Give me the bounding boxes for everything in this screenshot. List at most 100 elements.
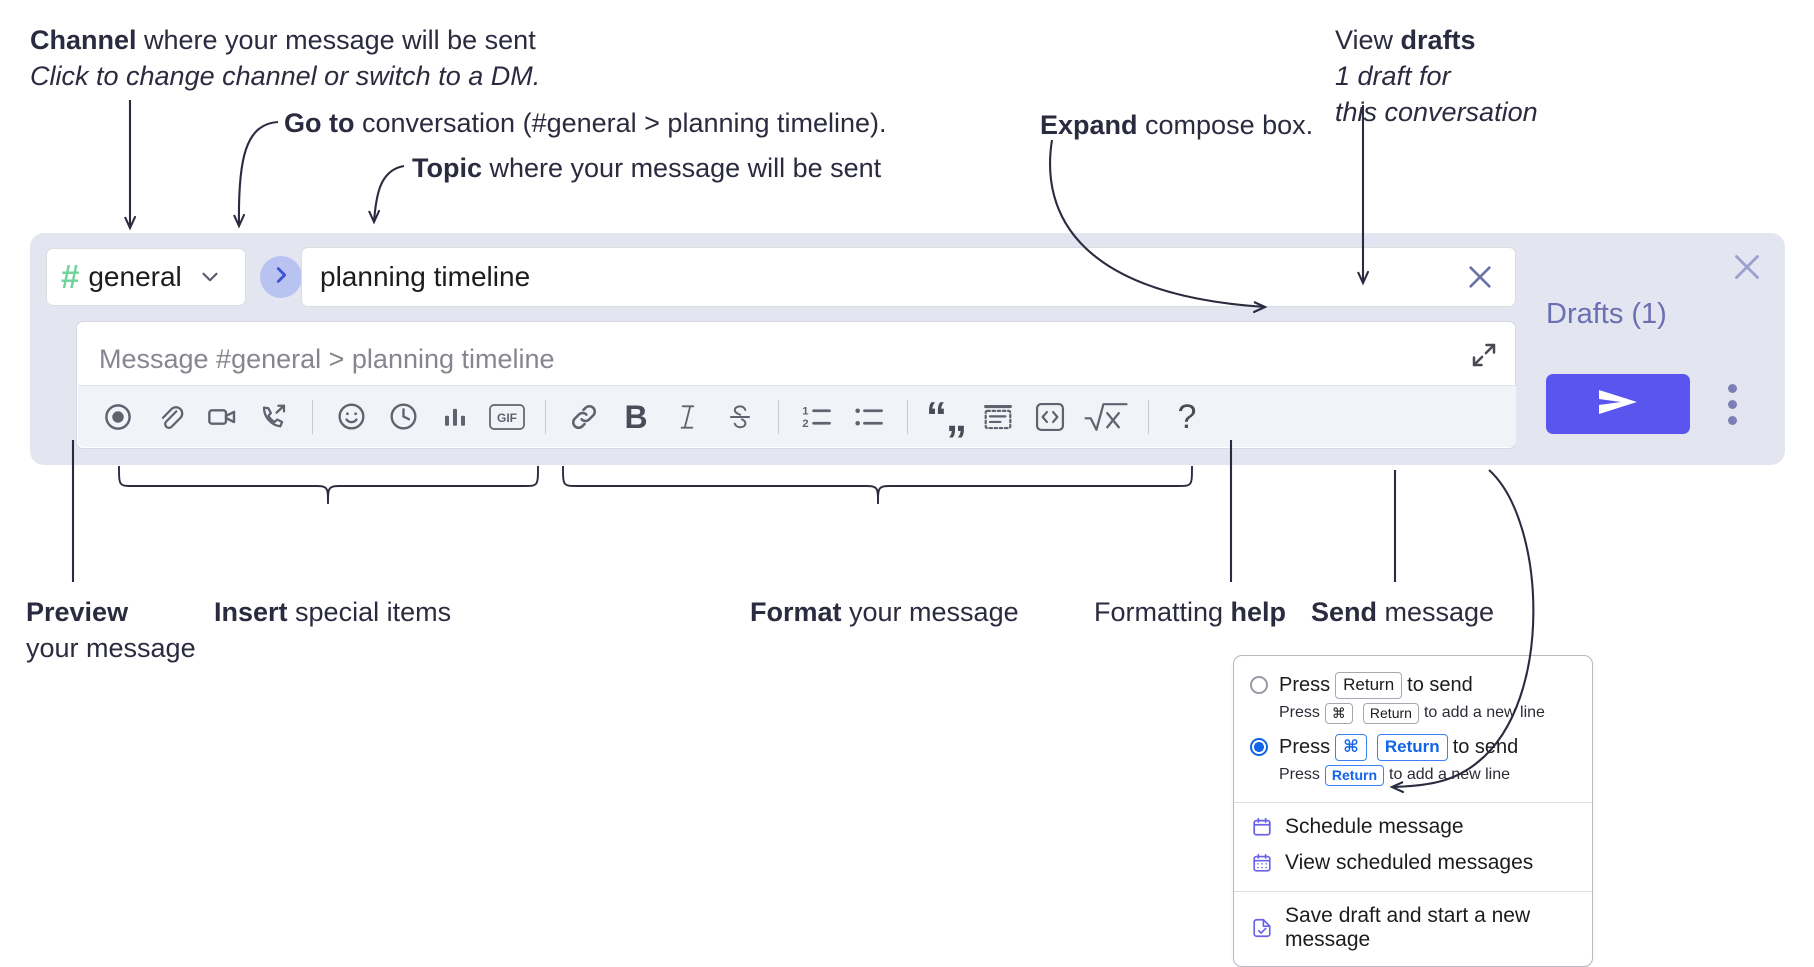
key-return: Return (1362, 702, 1419, 724)
menu-item-label: Schedule message (1285, 814, 1464, 838)
radio-button-unselected[interactable] (1250, 676, 1268, 695)
vertical-dots-icon (1727, 383, 1737, 393)
annotation-drafts: View drafts 1 draft for this conversatio… (1335, 22, 1538, 130)
toolbar-divider (907, 399, 908, 434)
phone-icon[interactable] (248, 394, 300, 440)
hint-post: to add a new line (1389, 766, 1511, 784)
key-return: Return (1376, 733, 1448, 761)
attachment-icon[interactable] (144, 394, 196, 440)
annotation-insert-rest: special items (287, 597, 452, 627)
annotation-topic-bold: Topic (412, 153, 482, 183)
code-block-icon[interactable] (972, 394, 1024, 440)
inline-code-icon[interactable] (1024, 394, 1076, 440)
drafts-link[interactable]: Drafts (1) (1546, 298, 1667, 330)
key-return: Return (1335, 672, 1403, 699)
hint-pre: Press (1279, 766, 1320, 784)
menu-item-label: Save draft and start a new message (1285, 903, 1531, 951)
key-command: ⌘ (1335, 733, 1367, 761)
blockquote-icon[interactable]: “„ (926, 392, 967, 440)
save-draft-icon (1250, 916, 1273, 939)
annotation-drafts-italic1: 1 draft for (1335, 61, 1451, 91)
hash-icon: # (61, 257, 80, 295)
preview-icon[interactable] (92, 394, 144, 440)
chevron-down-icon (197, 264, 223, 290)
annotation-channel: Channel where your message will be sent … (30, 22, 540, 94)
annotation-preview: Preview your message (26, 594, 196, 666)
channel-selector[interactable]: # general (46, 248, 246, 306)
menu-divider (1234, 801, 1592, 803)
emoji-icon[interactable] (325, 394, 377, 440)
vertical-dots-icon (1727, 415, 1737, 425)
video-icon[interactable] (196, 394, 248, 440)
clock-icon[interactable] (377, 394, 429, 440)
expand-arrows-icon[interactable] (1469, 340, 1499, 370)
compose-options-menu: Press Return to send Press ⌘ Return to a… (1233, 655, 1593, 967)
annotation-preview-rest: your message (26, 633, 196, 663)
brace-insert (118, 465, 539, 505)
compose-options-button[interactable] (1718, 376, 1746, 432)
send-option-cmd-return-hint: Press Return to add a new line (1234, 761, 1592, 792)
math-icon[interactable] (1076, 394, 1136, 440)
help-icon[interactable]: ? (1161, 394, 1213, 440)
annotation-drafts-bold: drafts (1400, 25, 1476, 55)
annotation-topic: Topic where your message will be sent (412, 150, 881, 186)
annotation-expand-rest: compose box. (1137, 110, 1314, 140)
leader-topic (372, 164, 405, 223)
annotation-drafts-italic2: this conversation (1335, 97, 1538, 127)
key-return: Return (1324, 764, 1385, 786)
ordered-list-icon[interactable]: 1 2 (791, 394, 843, 440)
annotation-format: Format your message (750, 594, 1019, 630)
poll-icon[interactable] (429, 394, 481, 440)
toolbar-divider (312, 399, 313, 434)
annotation-send: Send message (1311, 594, 1494, 630)
link-icon[interactable] (558, 394, 610, 440)
send-option-return[interactable]: Press Return to send (1234, 668, 1592, 699)
send-option-cmd-return[interactable]: Press ⌘ Return to send (1234, 730, 1592, 761)
bold-icon[interactable]: B (610, 394, 662, 440)
annotation-insert: Insert special items (214, 594, 451, 630)
goto-conversation-button[interactable] (260, 256, 302, 298)
toolbar-divider (1148, 399, 1149, 434)
option-post: to send (1452, 735, 1519, 758)
annotation-preview-bold: Preview (26, 597, 129, 627)
topic-value: planning timeline (320, 261, 531, 292)
menu-item-view-scheduled[interactable]: View scheduled messages (1234, 845, 1592, 881)
annotation-goto-rest: conversation (#general > planning timeli… (354, 108, 887, 138)
menu-divider (1234, 890, 1592, 892)
send-button[interactable] (1546, 374, 1690, 434)
menu-item-schedule-message[interactable]: Schedule message (1234, 809, 1592, 845)
italic-icon[interactable] (662, 394, 714, 440)
annotation-help-bold: help (1230, 597, 1287, 627)
brace-format (562, 465, 1193, 505)
radio-button-selected[interactable] (1250, 738, 1268, 757)
svg-text:2: 2 (802, 418, 808, 430)
bulleted-list-icon[interactable] (843, 394, 895, 440)
annotation-insert-bold: Insert (214, 597, 288, 627)
annotation-send-rest: message (1377, 597, 1495, 627)
strikethrough-icon[interactable] (714, 394, 766, 440)
option-pre: Press (1279, 673, 1331, 696)
annotation-goto: Go to conversation (#general > planning … (284, 105, 887, 141)
hint-post: to add a new line (1423, 704, 1545, 722)
gif-icon[interactable]: GIF (481, 394, 533, 440)
calendar-grid-icon (1250, 851, 1273, 874)
hint-pre: Press (1279, 704, 1320, 722)
formatting-toolbar: GIF B 1 2 (78, 385, 1516, 447)
close-icon[interactable] (1463, 260, 1497, 294)
svg-text:GIF: GIF (497, 411, 517, 425)
option-pre: Press (1279, 735, 1331, 758)
menu-item-save-draft[interactable]: Save draft and start a new message (1234, 898, 1592, 962)
chevron-right-icon (270, 264, 292, 291)
vertical-dots-icon (1727, 399, 1737, 409)
composer-header-row: # general (46, 247, 316, 307)
option-post: to send (1407, 673, 1473, 696)
panel-close-button[interactable] (1729, 249, 1765, 285)
menu-item-label: View scheduled messages (1285, 850, 1534, 874)
annotation-channel-bold: Channel (30, 25, 137, 55)
toolbar-divider (778, 399, 779, 434)
leader-goto (237, 120, 279, 227)
message-input-box[interactable]: Message #general > planning timeline (76, 321, 1516, 449)
topic-input[interactable]: planning timeline (301, 247, 1516, 307)
annotation-help: Formatting help (1094, 594, 1286, 630)
annotation-channel-rest: where your message will be sent (136, 25, 536, 55)
